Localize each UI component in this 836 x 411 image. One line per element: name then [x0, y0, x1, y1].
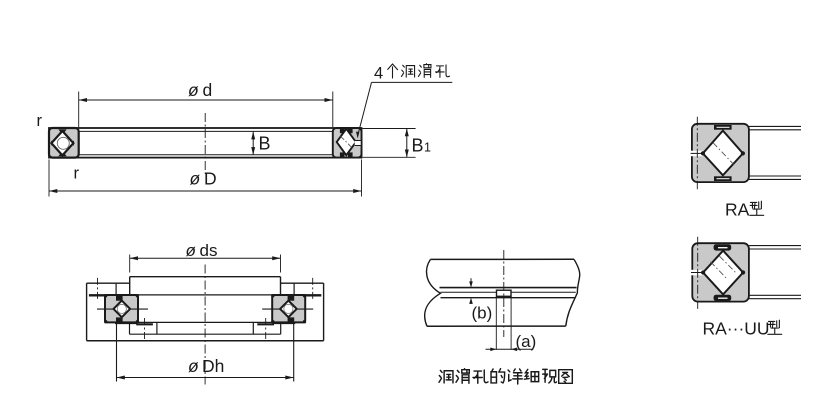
svg-text:(a): (a) — [516, 332, 537, 351]
svg-text:4: 4 — [374, 65, 383, 83]
svg-text:ds: ds — [200, 241, 218, 260]
svg-text:B: B — [259, 134, 271, 154]
svg-text:ø: ø — [186, 241, 196, 260]
svg-text:1: 1 — [424, 141, 431, 155]
svg-text:r: r — [74, 165, 80, 183]
svg-text:ø: ø — [188, 356, 199, 376]
svg-text:RA: RA — [725, 200, 750, 220]
svg-text:(b): (b) — [472, 304, 493, 323]
svg-text:ø: ø — [188, 80, 199, 100]
svg-text:r: r — [37, 112, 43, 130]
svg-text:Dh: Dh — [202, 356, 224, 376]
svg-text:ø: ø — [190, 169, 201, 189]
svg-text:RA···UU: RA···UU — [703, 319, 770, 339]
svg-text:B: B — [412, 136, 424, 156]
svg-text:D: D — [204, 169, 217, 189]
svg-text:d: d — [203, 80, 213, 100]
